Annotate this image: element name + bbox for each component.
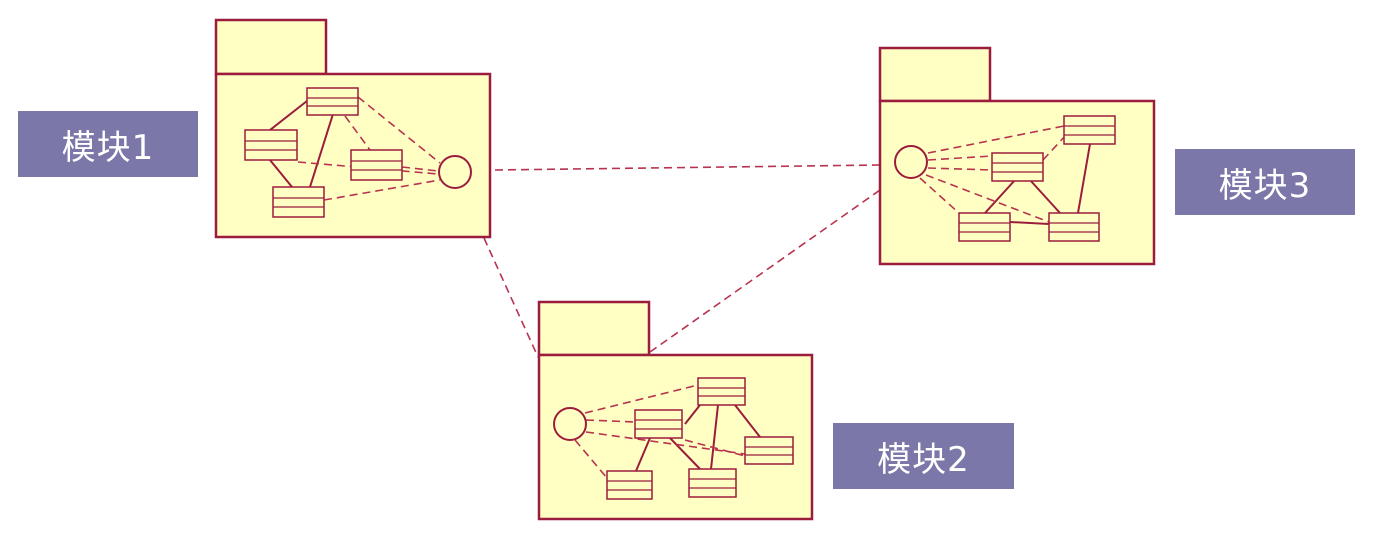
class-box	[697, 377, 746, 406]
class-box	[958, 212, 1011, 242]
class-box	[744, 436, 794, 465]
module-label-2: 模块2	[833, 423, 1014, 489]
connection-m1-m2	[483, 237, 539, 358]
package-module-1	[214, 18, 492, 239]
class-box	[272, 186, 325, 218]
module-label-1: 模块1	[18, 111, 198, 177]
class-box	[306, 87, 359, 116]
package-tab	[214, 18, 328, 76]
class-box	[1063, 115, 1116, 145]
connection-m1-m3	[494, 164, 881, 171]
class-box	[606, 470, 653, 500]
class-box	[350, 149, 403, 181]
interface-circle	[438, 155, 472, 189]
package-module-2	[537, 300, 814, 521]
package-tab	[537, 300, 651, 357]
interface-circle	[894, 145, 928, 179]
class-box	[634, 409, 683, 439]
module-label-3: 模块3	[1175, 149, 1355, 215]
class-box	[688, 468, 737, 498]
package-tab	[878, 46, 992, 103]
class-box	[991, 152, 1044, 182]
package-module-3	[878, 46, 1156, 266]
connection-m2-m3	[649, 189, 881, 353]
interface-circle	[553, 407, 587, 441]
class-box	[1048, 212, 1100, 242]
class-box	[244, 129, 298, 161]
